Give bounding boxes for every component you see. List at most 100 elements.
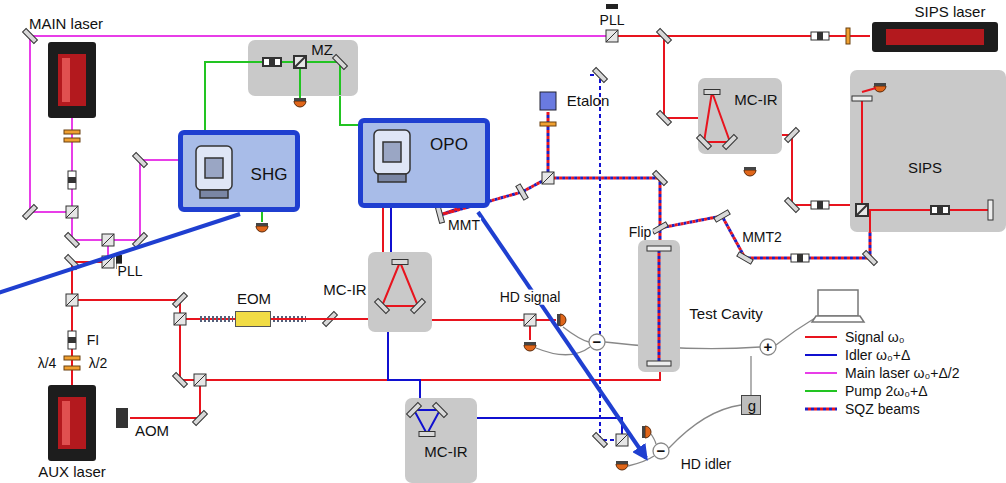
cavity-icon xyxy=(196,130,410,198)
legend-row: Idler ω₀+Δ xyxy=(804,346,959,364)
optics xyxy=(173,293,188,308)
computer-icon xyxy=(818,290,858,316)
optics xyxy=(102,234,114,246)
electronics-wire xyxy=(651,434,656,444)
main-laser-beam xyxy=(30,36,606,256)
sips-internals xyxy=(852,83,993,232)
optics xyxy=(64,366,80,370)
gain-box: g xyxy=(741,395,761,415)
electronics-wire xyxy=(628,456,654,466)
beam-connector xyxy=(271,318,368,320)
laser: SIPS laser xyxy=(858,2,1004,56)
mz-internals xyxy=(294,56,306,68)
sips-internals xyxy=(852,96,872,101)
etalon-cube xyxy=(540,92,556,110)
modulator: AOM xyxy=(110,404,180,438)
node-label: Test Cavity xyxy=(689,306,762,322)
legend-swatch xyxy=(805,408,837,411)
optics xyxy=(653,171,668,186)
optics xyxy=(542,172,554,184)
node-label: MC-IR xyxy=(734,92,777,108)
modulator: EOM xyxy=(235,311,271,327)
idler-beam xyxy=(390,208,392,252)
callout-arrow xyxy=(478,212,646,458)
optics xyxy=(657,29,672,44)
laser-body xyxy=(886,29,984,45)
optics xyxy=(64,138,80,142)
optics xyxy=(811,201,829,209)
legend-sample xyxy=(804,404,838,414)
mode-cleaner-path xyxy=(392,260,408,265)
sum-symbol: − xyxy=(592,334,603,350)
mode-cleaner-path xyxy=(411,299,426,314)
callout-arrow xyxy=(0,212,646,458)
signal-beam xyxy=(618,35,870,37)
signal-beam xyxy=(782,135,850,205)
mode-cleaner-path xyxy=(414,410,440,434)
callout-arrow xyxy=(0,214,240,294)
optics xyxy=(846,28,850,44)
test-cavity-internals xyxy=(647,246,671,366)
component-label: MMT xyxy=(447,218,481,233)
signal-beam xyxy=(382,208,384,252)
node-label: Etalon xyxy=(567,93,610,109)
mode-cleaner-path xyxy=(407,403,422,418)
electronics-wire xyxy=(750,356,751,396)
node-label: SIPS xyxy=(908,160,942,176)
optics xyxy=(64,130,80,134)
legend-text: Signal ω₀ xyxy=(845,329,905,345)
legend: Signal ω₀Idler ω₀+ΔMain laser ω₀+Δ/2Pump… xyxy=(804,328,959,418)
test-cavity-internals xyxy=(658,250,661,362)
beam-connector xyxy=(388,332,420,398)
mode-cleaner-path xyxy=(723,135,738,150)
legend-row: Pump 2ω₀+Δ xyxy=(804,382,959,400)
optics xyxy=(744,167,756,176)
signal-beam xyxy=(130,380,200,418)
node-label: MZ xyxy=(311,42,333,58)
electronics-wire xyxy=(669,405,741,448)
main-laser-beam xyxy=(72,118,178,240)
signal-beam xyxy=(72,300,660,380)
component-label: Flip xyxy=(628,225,653,240)
optics xyxy=(606,30,618,42)
laser-body xyxy=(48,385,96,461)
signal-beam xyxy=(180,318,235,320)
pll-electronics xyxy=(606,4,618,9)
optics xyxy=(68,171,76,189)
mode-cleaner-path xyxy=(375,299,390,314)
beam-connector xyxy=(340,96,358,125)
optics xyxy=(616,461,628,470)
node-label: OPO xyxy=(430,136,468,154)
optics xyxy=(557,314,566,326)
legend-sample xyxy=(804,332,838,342)
mz-internals xyxy=(263,58,281,66)
optics xyxy=(23,205,38,220)
node-label: AUX laser xyxy=(38,464,106,480)
optics xyxy=(436,207,445,224)
node-label: AOM xyxy=(135,423,169,439)
legend-sample xyxy=(804,368,838,378)
component-label: FI xyxy=(86,333,100,348)
optics xyxy=(516,184,528,200)
cavity-icon xyxy=(200,190,228,198)
legend-row: Signal ω₀ xyxy=(804,328,959,346)
sqz-beam xyxy=(440,112,870,258)
optics xyxy=(593,433,608,448)
aom-crystal xyxy=(116,408,128,428)
sqz-beam xyxy=(440,112,870,258)
legend-row: SQZ beams xyxy=(804,400,959,418)
mode-cleaner-path xyxy=(704,90,720,95)
mode-cleaner-path xyxy=(433,403,448,418)
node-label: MC-IR xyxy=(323,282,366,298)
legend-sample xyxy=(804,350,838,360)
node-label: MC-IR xyxy=(424,444,467,460)
legend-sample xyxy=(804,386,838,396)
optics xyxy=(193,411,208,426)
node-label: SIPS laser xyxy=(915,4,986,20)
sips-internals xyxy=(856,204,868,216)
electronics-wire xyxy=(760,339,776,355)
mode-cleaner-path xyxy=(704,92,730,142)
optics xyxy=(616,434,628,446)
